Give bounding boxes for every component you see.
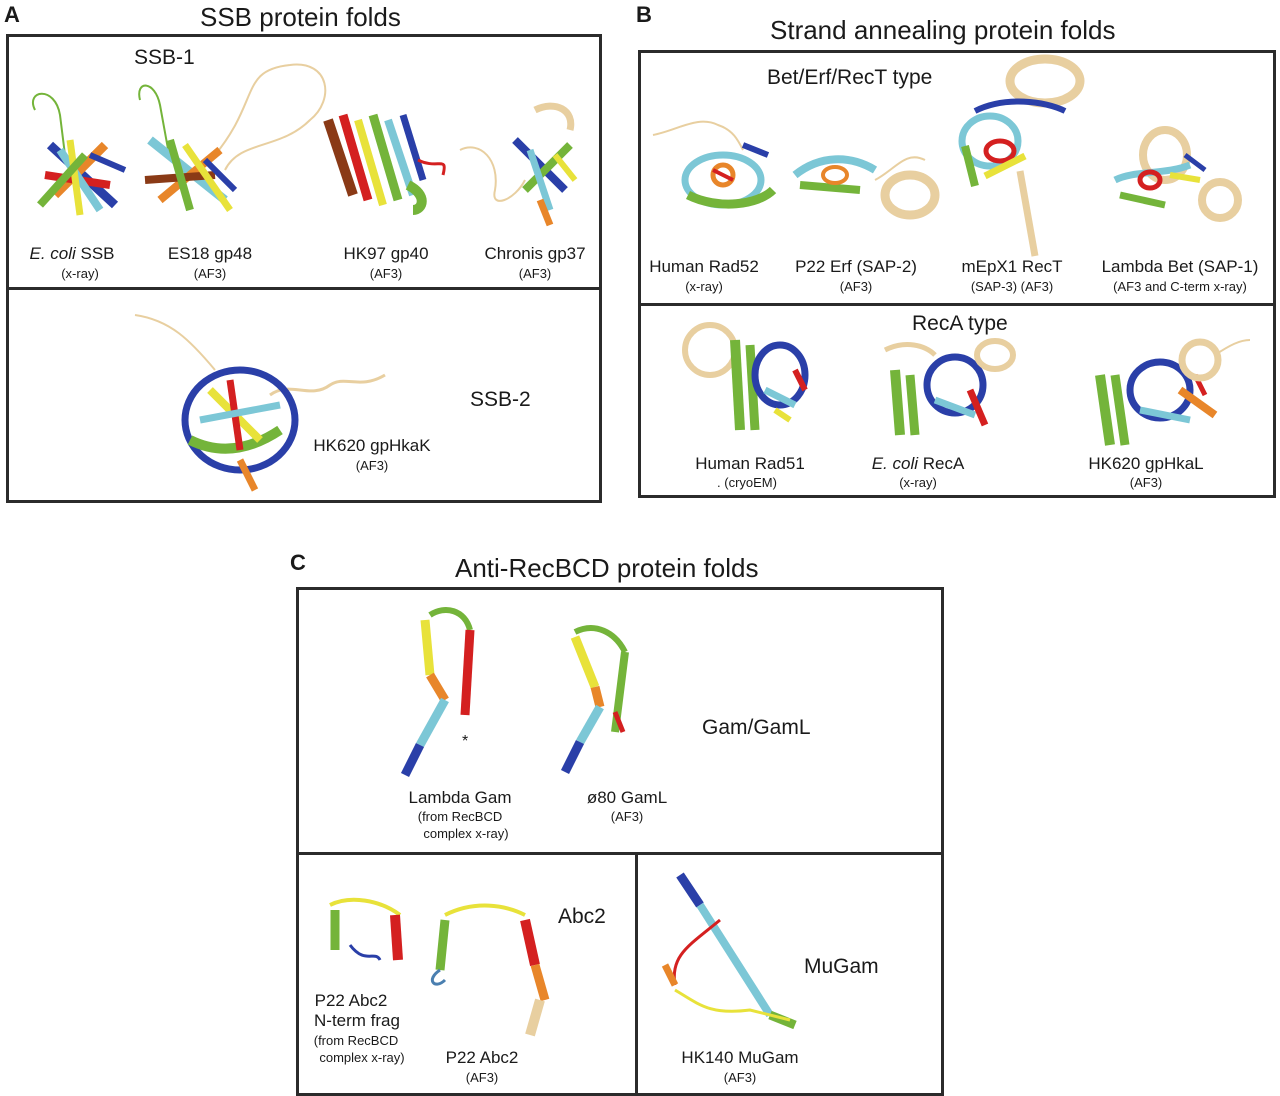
chronis-gp37-name: Chronis gp37 <box>484 244 586 263</box>
hk620-gphkak-method: (AF3) <box>355 458 389 473</box>
ecoli-reca-structure <box>883 338 1016 436</box>
hk620-gphkal-structure <box>1095 338 1251 446</box>
panel-a-letter: A <box>4 2 20 27</box>
hk97-gp40-method: (AF3) <box>369 266 403 281</box>
p22-erf-method: (AF3) <box>839 279 873 294</box>
p22-erf-name: P22 Erf (SAP-2) <box>795 257 917 276</box>
p22-abc2-nterm-name-1: P22 Abc2 <box>314 991 388 1010</box>
p22-abc2-nterm-name-2: N-term frag <box>314 1011 400 1030</box>
lambda-gam-name: Lambda Gam <box>408 788 512 807</box>
es18-gp48-name: ES18 gp48 <box>167 244 253 263</box>
lambda-bet-structure <box>1113 126 1242 222</box>
panel-b-letter: B <box>636 2 652 27</box>
panel-b-title: Strand annealing protein folds <box>770 15 1116 45</box>
mepx1-rect-name: mEpX1 RecT <box>961 257 1063 276</box>
panel-b-box-bottom <box>638 303 1276 498</box>
panel-a-box-bottom <box>6 287 602 503</box>
human-rad52-structure <box>652 120 777 209</box>
abc2-label: Abc2 <box>558 905 606 928</box>
human-rad51-method: . (cryoEM) <box>717 475 777 490</box>
phi80-gaml-name: ø80 GamL <box>586 788 668 807</box>
bet-erf-rect-label: Bet/Erf/RecT type <box>767 66 933 89</box>
p22-abc2-nterm-structure <box>329 897 403 961</box>
ecoli-reca-name: E. coli RecA <box>871 454 965 473</box>
hk140-mugam-method: (AF3) <box>723 1070 757 1085</box>
hk620-gphkak-structure <box>134 314 386 492</box>
lambda-bet-name: Lambda Bet (SAP-1) <box>1101 257 1259 276</box>
p22-abc2-method: (AF3) <box>465 1070 499 1085</box>
phi80-gaml-method: (AF3) <box>610 809 644 824</box>
ecoli-ssb-name: E. coli SSB <box>29 244 115 263</box>
lambda-gam-method-2: complex x-ray) <box>423 826 509 841</box>
mepx1-rect-structure <box>958 54 1085 257</box>
phi80-gaml-structure <box>560 625 629 775</box>
lambda-gam-method-1: (from RecBCD <box>417 809 503 824</box>
ecoli-ssb-method: (x-ray) <box>61 266 99 281</box>
hk620-gphkal-method: (AF3) <box>1129 475 1163 490</box>
p22-abc2-nterm-method-2: complex x-ray) <box>319 1050 405 1065</box>
lambda-bet-method: (AF3 and C-term x-ray) <box>1113 279 1247 294</box>
p22-abc2-name: P22 Abc2 <box>445 1048 519 1067</box>
human-rad51-name: Human Rad51 <box>695 454 805 473</box>
mepx1-rect-method: (SAP-3) (AF3) <box>970 279 1054 294</box>
human-rad52-name: Human Rad52 <box>649 257 759 276</box>
p22-erf-structure <box>792 155 940 220</box>
hk97-gp40-name: HK97 gp40 <box>343 244 429 263</box>
panel-c-letter: C <box>290 550 306 575</box>
hk140-mugam-name: HK140 MuGam <box>681 1048 799 1067</box>
ssb1-label: SSB-1 <box>134 46 195 69</box>
panel-c-title: Anti-RecBCD protein folds <box>455 553 759 583</box>
mugam-label: MuGam <box>804 955 879 978</box>
chronis-gp37-method: (AF3) <box>518 266 552 281</box>
p22-abc2-structure <box>430 903 550 1037</box>
ecoli-ssb-structure <box>32 92 127 216</box>
human-rad51-structure <box>682 322 809 431</box>
lambda-gam-structure <box>400 607 475 778</box>
hk97-gp40-structure <box>323 113 446 215</box>
ssb2-label: SSB-2 <box>470 388 531 411</box>
reca-type-label: RecA type <box>912 312 1008 335</box>
p22-abc2-nterm-method-1: (from RecBCD <box>313 1033 399 1048</box>
lambda-gam-asterisk: * <box>462 733 469 750</box>
hk620-gphkak-name: HK620 gpHkaK <box>313 436 431 455</box>
ecoli-reca-method: (x-ray) <box>899 475 937 490</box>
hk140-mugam-structure <box>661 872 797 1030</box>
panel-a-title: SSB protein folds <box>200 2 401 32</box>
es18-gp48-method: (AF3) <box>193 266 227 281</box>
chronis-gp37-structure <box>459 102 578 227</box>
gam-gaml-label: Gam/GamL <box>702 716 811 739</box>
human-rad52-method: (x-ray) <box>685 279 723 294</box>
es18-gp48-structure <box>138 63 327 212</box>
hk620-gphkal-name: HK620 gpHkaL <box>1088 454 1204 473</box>
panel-c-box-bottom-right <box>635 852 944 1096</box>
